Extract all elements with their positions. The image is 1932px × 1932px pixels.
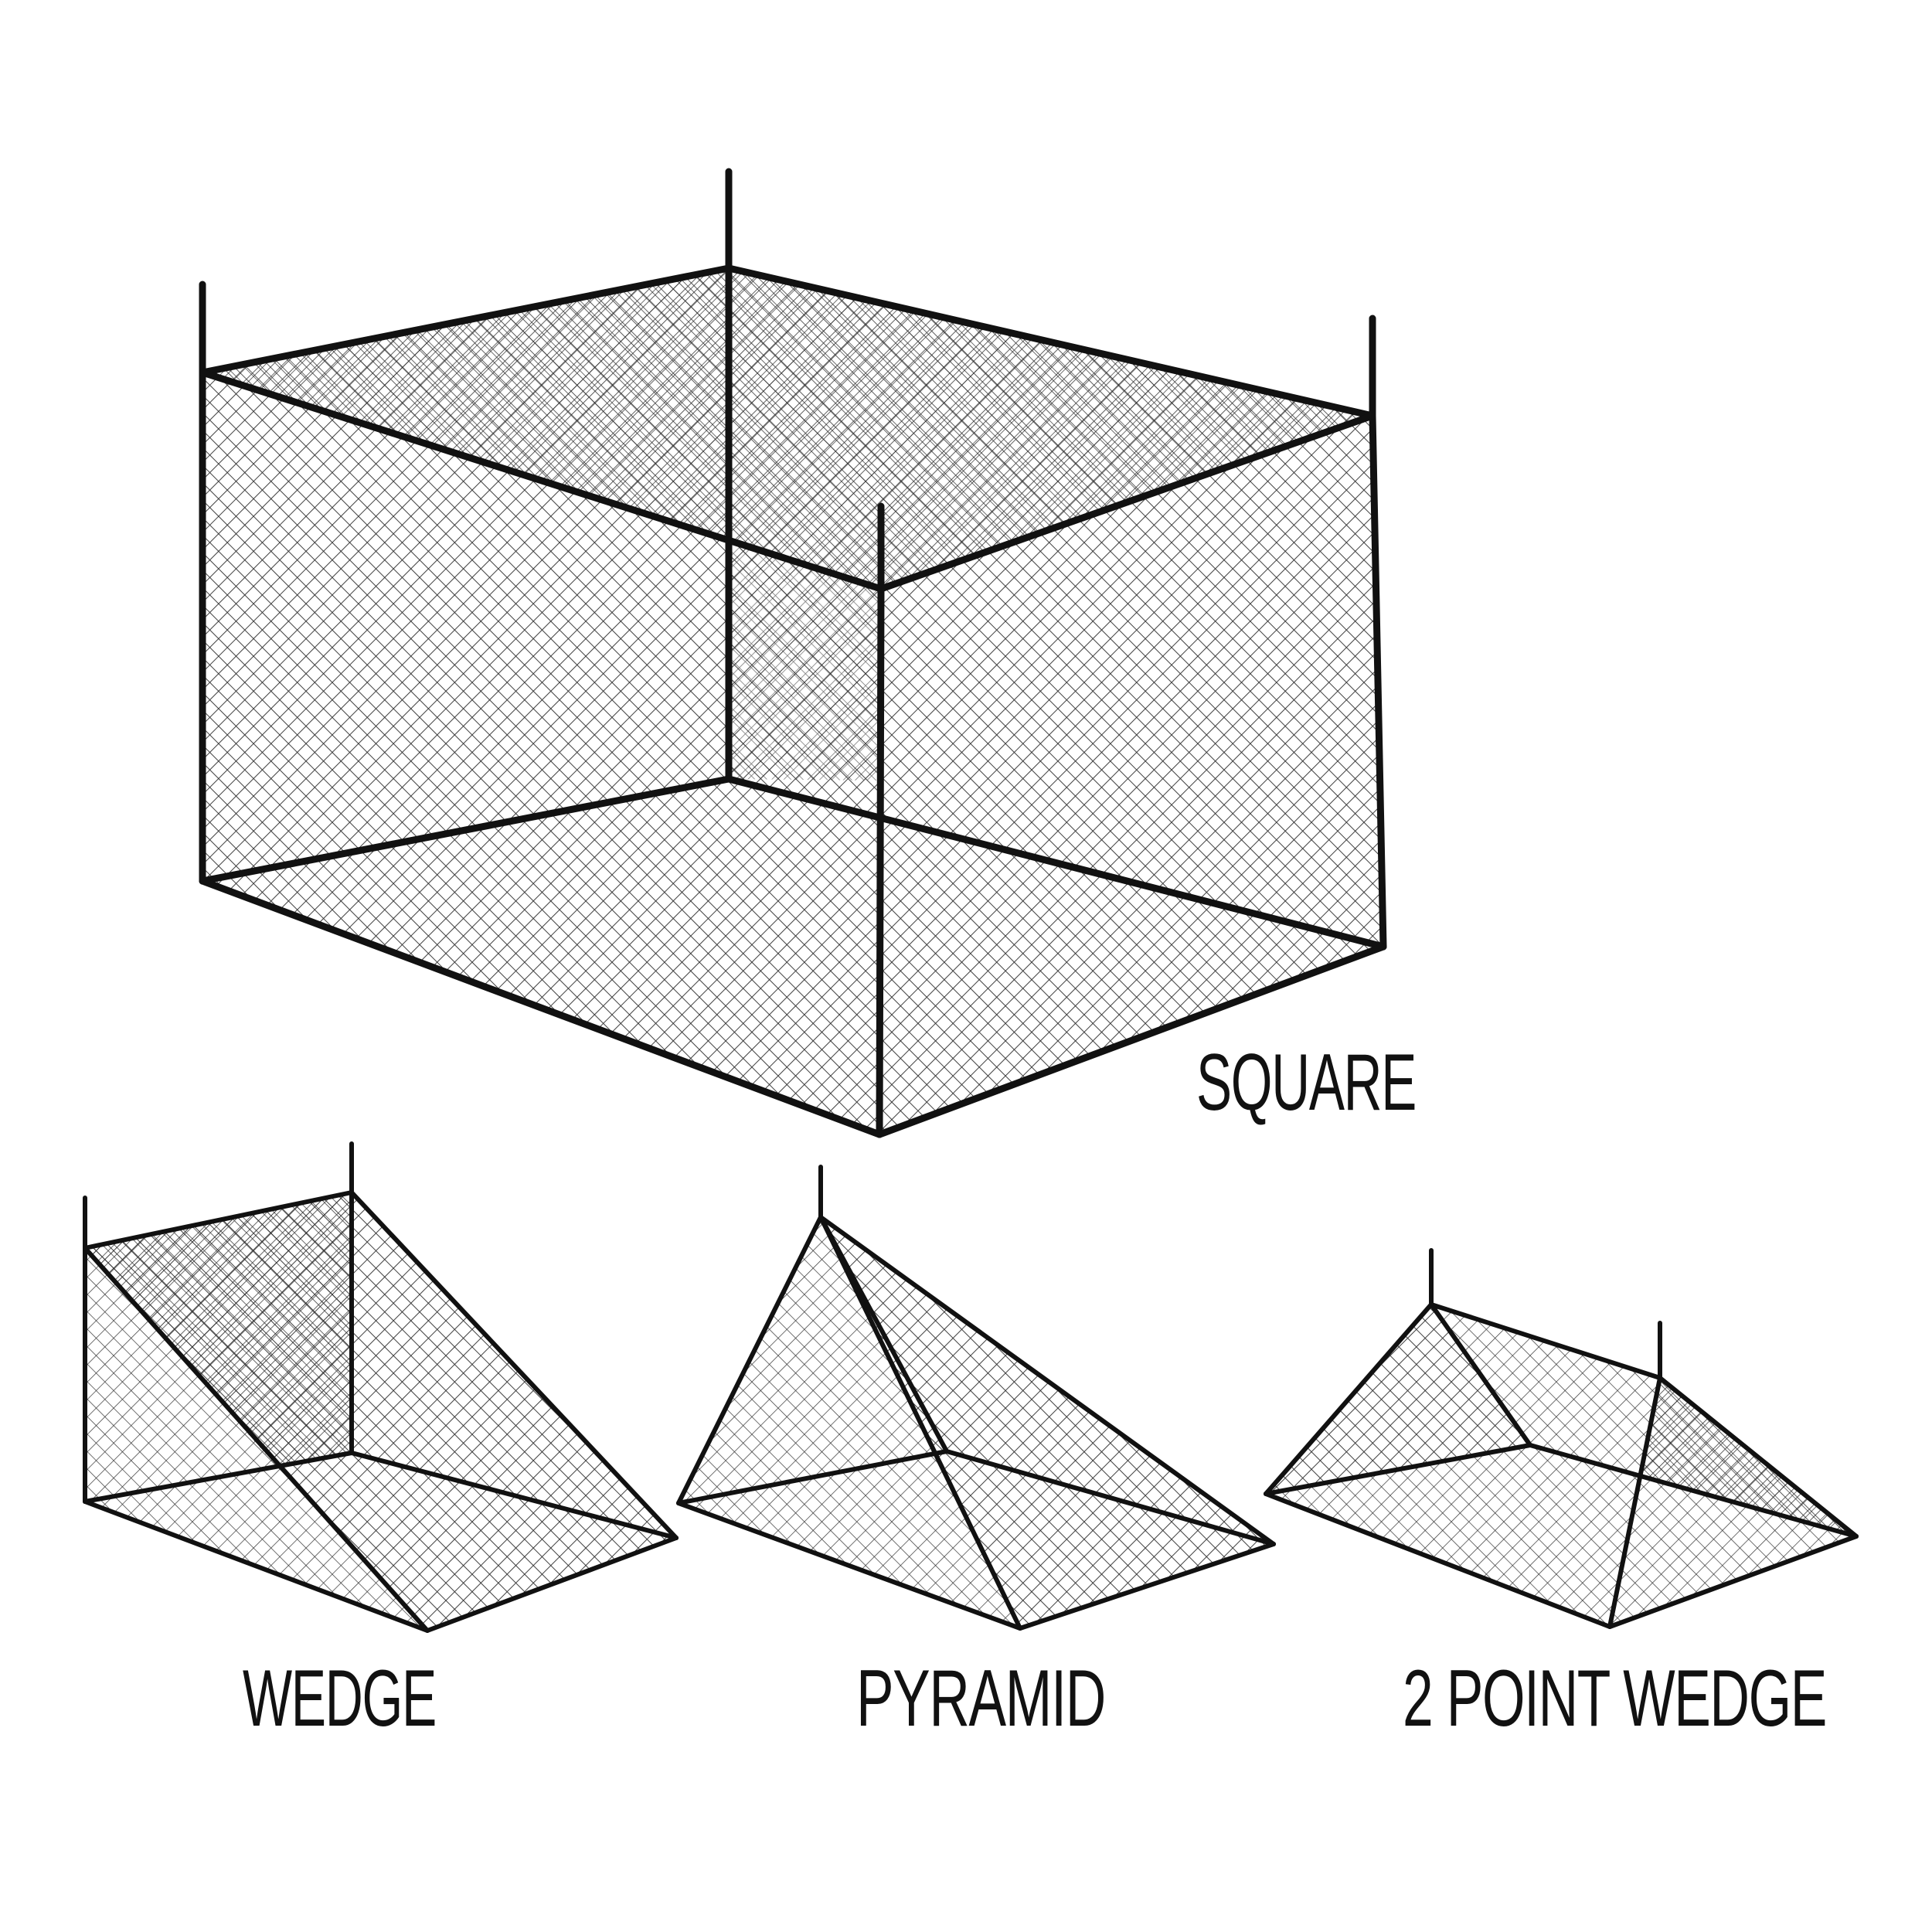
square-right-post — [1369, 412, 1387, 951]
square-floor-back-edges — [199, 775, 1387, 951]
wedge-dark-overlap — [85, 1192, 352, 1467]
tpw-floor-back-edges — [1264, 1443, 1859, 1539]
square-front-floor-edges — [199, 877, 1387, 1138]
pyramid-front-edge — [818, 1215, 1022, 1631]
tpw-inner-edge — [1429, 1302, 1532, 1447]
wedge-top-back-edge — [83, 1190, 354, 1250]
wedge-floor-back-edges — [83, 1451, 679, 1540]
pyramid-floor-back-edges — [676, 1449, 1276, 1546]
tpw-dark-face — [1638, 1378, 1856, 1536]
pyramid-shape — [676, 1165, 1276, 1631]
square-label: SQUARE — [1196, 1038, 1416, 1128]
pyramid-left-face — [679, 1217, 947, 1503]
two-point-wedge-label: 2 POINT WEDGE — [1403, 1654, 1826, 1743]
square-top-face — [202, 268, 1372, 589]
two-point-wedge-shape — [1264, 1248, 1859, 1629]
tpw-floor-front-edges — [1264, 1492, 1859, 1629]
tpw-roof-edges — [1264, 1302, 1859, 1539]
wedge-shape — [83, 1141, 679, 1633]
pyramid-label: PYRAMID — [856, 1654, 1105, 1743]
wedge-left-slope-edge — [83, 1246, 430, 1633]
square-corner-overlap — [729, 541, 881, 781]
wedge-right-slope-edge — [349, 1190, 679, 1540]
tpw-front-edge — [1607, 1376, 1662, 1629]
wedge-label: WEDGE — [243, 1654, 436, 1743]
pyramid-floor-front-edges — [676, 1501, 1276, 1631]
square-front-post — [876, 585, 885, 1138]
square-front-right-face — [879, 416, 1383, 1134]
wedge-floor-front-edges — [83, 1499, 679, 1633]
tpw-floor-face — [1266, 1445, 1856, 1627]
square-cage-shape — [199, 168, 1387, 1138]
wedge-floor-face — [85, 1453, 676, 1631]
